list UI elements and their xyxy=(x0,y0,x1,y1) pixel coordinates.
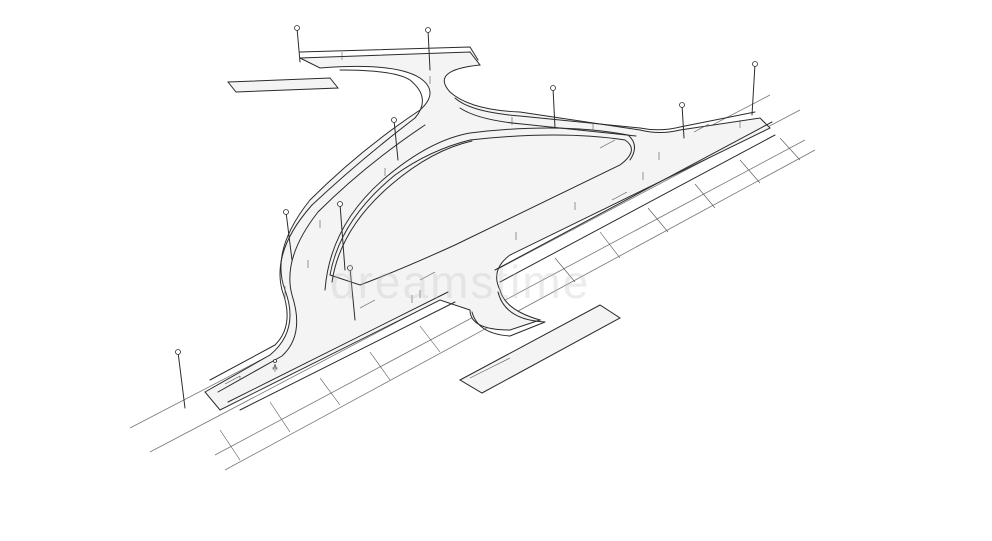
track-panels xyxy=(219,137,801,461)
pedestrians xyxy=(272,52,741,372)
lamp-posts xyxy=(175,25,758,409)
benches xyxy=(224,123,710,385)
bridge-deck xyxy=(204,51,771,411)
platforms xyxy=(226,77,621,394)
watermark-text: dreamstime xyxy=(330,256,591,308)
bridge-railings xyxy=(209,46,776,411)
